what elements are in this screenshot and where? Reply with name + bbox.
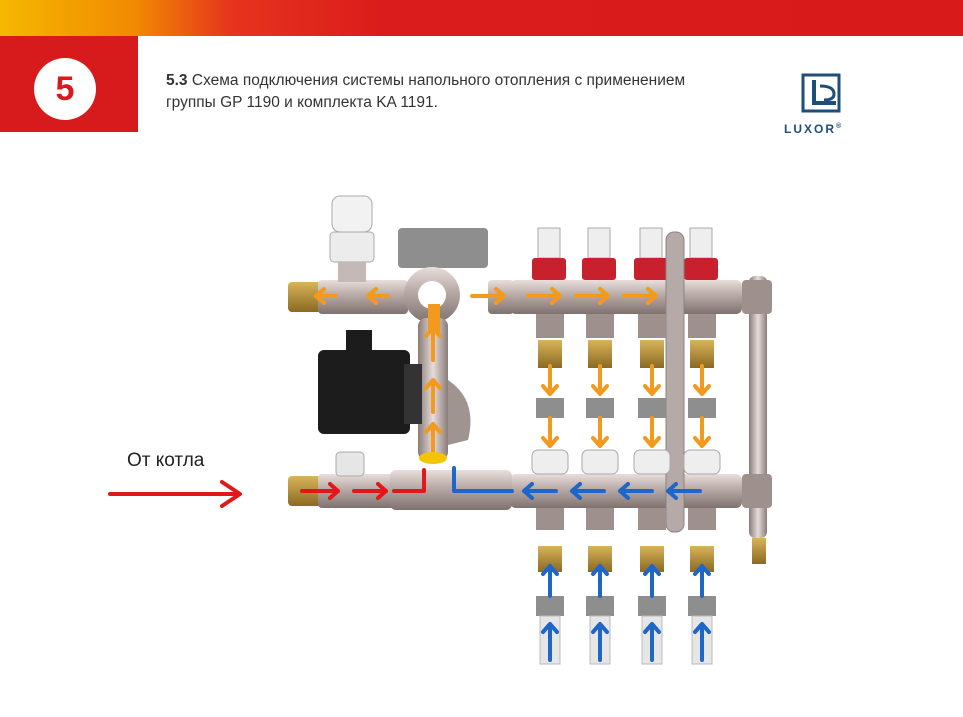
supply-inlet-fitting: [288, 282, 322, 312]
pump-flange: [404, 364, 422, 424]
mixing-valve-body: [398, 228, 488, 268]
boiler-flow-arrows: [300, 468, 426, 500]
supply-circuit-valves: [532, 227, 718, 280]
thermostat-head: [331, 195, 373, 233]
logo-word: LUXOR: [784, 122, 836, 136]
thermostat-body: [329, 231, 375, 263]
supply-flow-arrows: [314, 287, 711, 458]
slide-title: 5.3 Схема подключения системы напольного…: [166, 70, 726, 114]
pump-volute: [448, 380, 471, 445]
mixing-chamber-window: [418, 281, 446, 309]
pump-inlet-marker: [419, 452, 447, 464]
slide-title-number: 5.3: [166, 72, 188, 89]
end-cap-top: [742, 280, 772, 314]
luxor-logo-icon: [801, 73, 841, 113]
return-connector: [390, 470, 512, 510]
logo-registered-mark: ®: [836, 123, 844, 130]
from-boiler-arrow-icon: [108, 480, 242, 508]
top-gradient-bar: [0, 0, 963, 36]
luxor-logo-text: LUXOR®: [784, 122, 843, 136]
supply-left-pipe: [318, 280, 408, 314]
manifold-diagram: [108, 195, 772, 665]
balancing-valve-cap: [335, 451, 365, 477]
pump-terminal-box: [346, 330, 372, 352]
return-flow-arrows: [452, 466, 711, 662]
drain-valve: [752, 538, 766, 564]
end-cap-bottom: [742, 474, 772, 508]
return-circuit-caps: [531, 449, 721, 475]
slide-number-badge: 5: [34, 58, 96, 120]
return-outlet-fittings: [536, 508, 716, 665]
end-bypass-pipe: [749, 276, 767, 538]
mixing-flow-indicator: [428, 304, 440, 332]
circulation-pump: [318, 350, 410, 434]
from-boiler-label: От котла: [127, 450, 205, 471]
supply-outlet-fittings: [536, 314, 716, 418]
slide-title-text: Схема подключения системы напольного ото…: [166, 72, 686, 111]
thermostat-neck: [338, 262, 366, 282]
